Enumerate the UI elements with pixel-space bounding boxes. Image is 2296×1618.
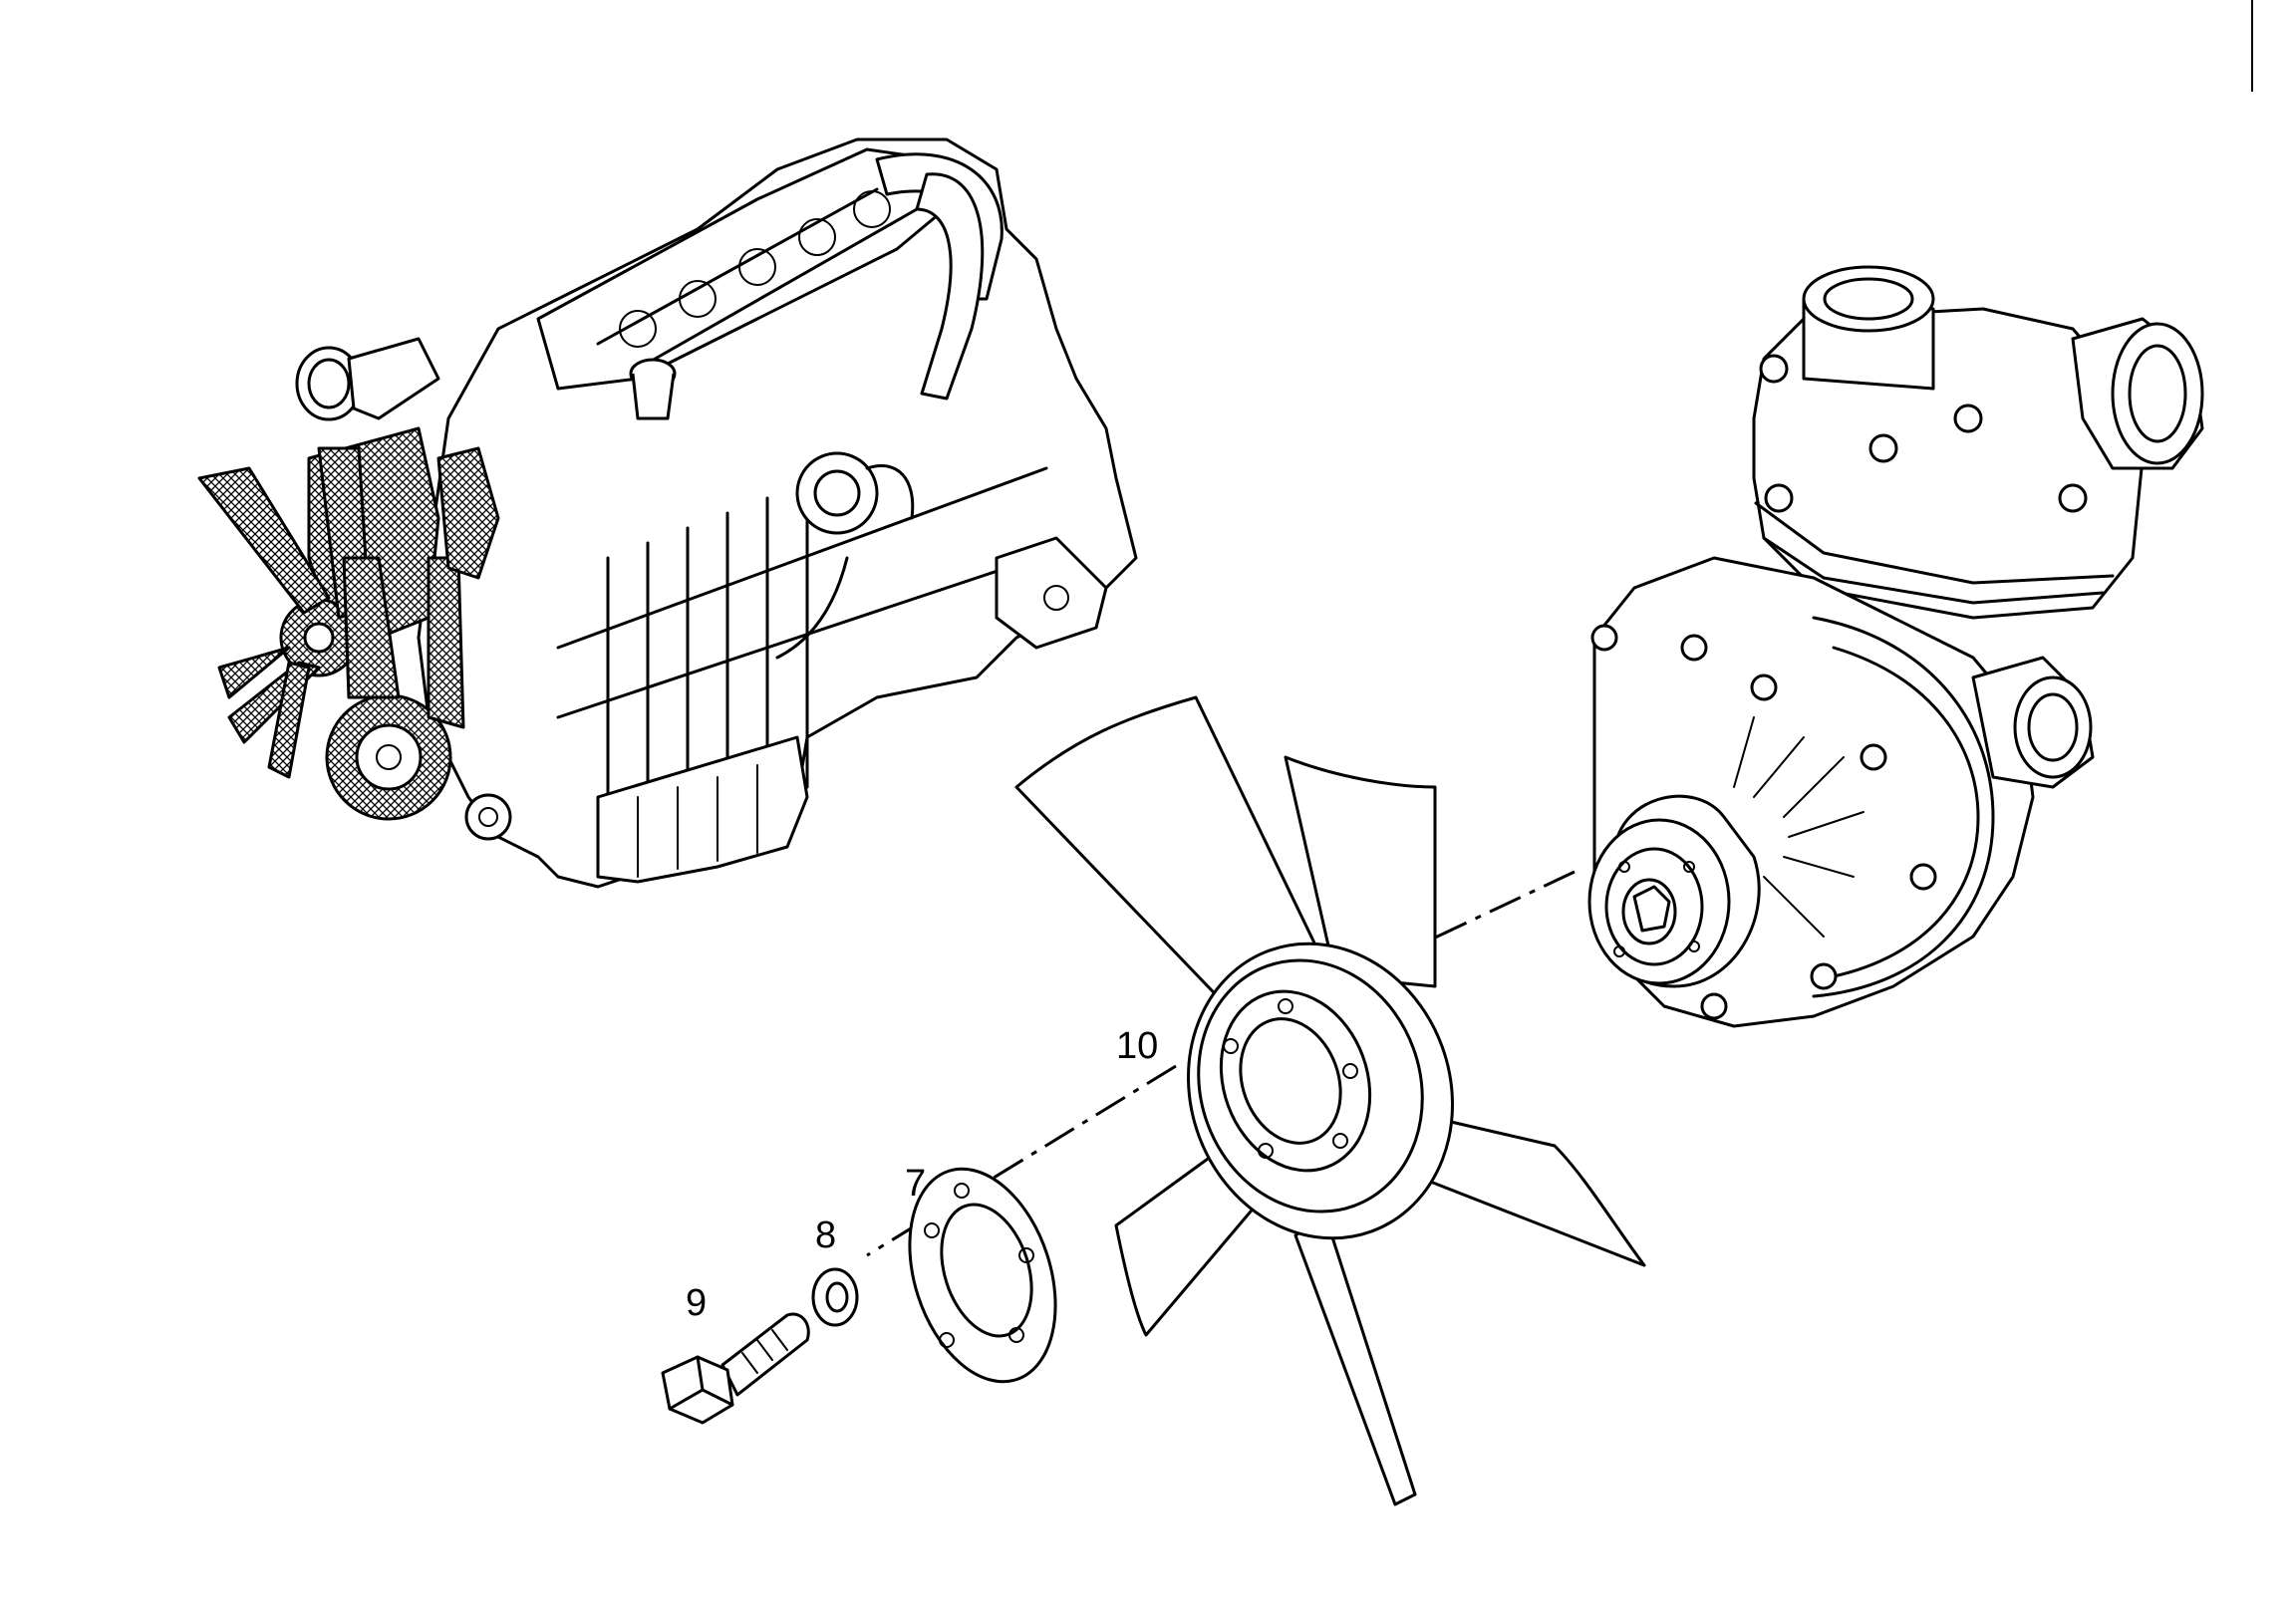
callout-part-8: 8 [815, 1214, 836, 1256]
cooling-fan-part-10 [1014, 695, 1646, 1506]
washer-part-8 [811, 1267, 859, 1327]
water-pump-housing-illustration [1587, 265, 2204, 1028]
callout-part-7: 7 [905, 1163, 926, 1205]
callout-part-10: 10 [1116, 1025, 1158, 1067]
flange-ring-part-7 [908, 1167, 1057, 1384]
callout-part-9: 9 [686, 1282, 707, 1324]
hex-bolt-part-9 [661, 1312, 810, 1425]
engine-assembly-illustration [197, 137, 1138, 889]
